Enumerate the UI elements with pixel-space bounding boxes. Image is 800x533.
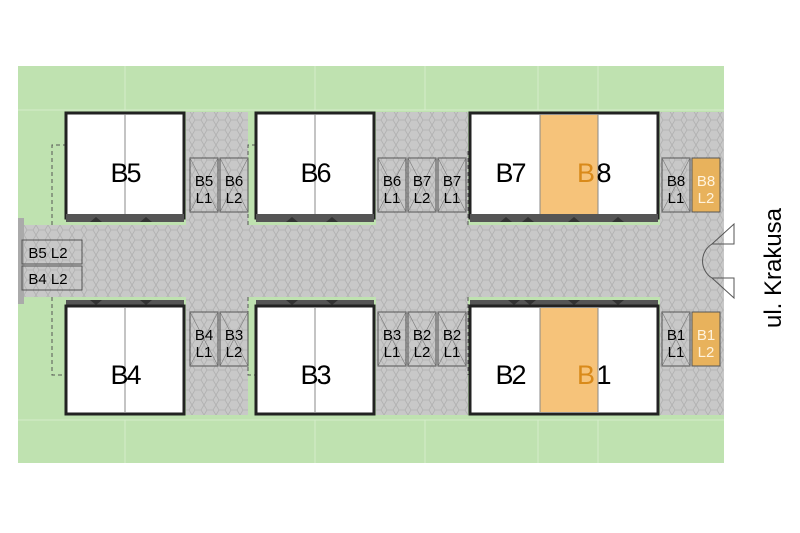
slot-label: L1 xyxy=(384,344,401,361)
building-b8-label-b: 8 xyxy=(596,158,610,188)
parking-slot[interactable] xyxy=(21,239,83,265)
parking-left: B5 L2 B4 L2 xyxy=(18,218,83,304)
slot-label: B6 xyxy=(225,173,243,190)
building-label: B3 xyxy=(300,360,330,390)
slot-label: B2 xyxy=(413,327,431,344)
building-label: B5 xyxy=(110,158,140,188)
parking-slot[interactable] xyxy=(437,311,467,367)
parking-slot[interactable] xyxy=(21,265,83,291)
parking-slot[interactable] xyxy=(661,157,691,213)
building-b1-label-a: B xyxy=(577,360,594,390)
slot-label: L1 xyxy=(196,190,213,207)
slot-label: L1 xyxy=(196,344,213,361)
building-b8-label-a: B xyxy=(577,158,594,188)
slot-label: L2 xyxy=(698,344,715,361)
parking-slot[interactable] xyxy=(377,311,407,367)
slot-label: B3 xyxy=(383,327,401,344)
slot-label: L1 xyxy=(384,190,401,207)
building-b3[interactable]: B3 xyxy=(254,300,376,416)
building-label: B4 xyxy=(110,360,141,390)
slot-label: L1 xyxy=(668,344,685,361)
parking-slot-highlight[interactable] xyxy=(691,311,721,367)
building-b5[interactable]: B5 xyxy=(64,111,186,222)
slot-label: B4 L2 xyxy=(28,271,67,288)
parking-slot[interactable] xyxy=(437,157,467,213)
parking-slot[interactable] xyxy=(661,311,691,367)
slot-label: B8 xyxy=(697,173,715,190)
slot-label: B1 xyxy=(667,327,685,344)
parking-bottom: B4 L1 B3 L2 B3 L1 B2 L2 B2 L1 B1 L1 B1 L… xyxy=(189,311,721,367)
building-label: B6 xyxy=(300,158,330,188)
slot-label: B7 xyxy=(443,173,461,190)
parking-slot[interactable] xyxy=(219,311,249,367)
slot-label: L1 xyxy=(668,190,685,207)
parking-slot[interactable] xyxy=(189,157,219,213)
building-b2-b1[interactable]: B2 B 1 xyxy=(468,300,660,416)
slot-label: L2 xyxy=(226,344,243,361)
slot-label: L1 xyxy=(444,190,461,207)
parking-slot-highlight[interactable] xyxy=(691,157,721,213)
slot-label: L2 xyxy=(698,190,715,207)
street-label: ul. Krakusa xyxy=(760,207,787,328)
building-b4[interactable]: B4 xyxy=(64,300,186,416)
parking-slot[interactable] xyxy=(377,157,407,213)
parking-slot[interactable] xyxy=(407,311,437,367)
slot-label: B1 xyxy=(697,327,715,344)
building-b7-b8[interactable]: B7 B 8 xyxy=(468,111,660,222)
slot-label: B5 xyxy=(195,173,213,190)
slot-label: B5 L2 xyxy=(28,245,67,262)
slot-label: B7 xyxy=(413,173,431,190)
building-b6[interactable]: B6 xyxy=(254,111,376,222)
slot-label: L1 xyxy=(444,344,461,361)
slot-label: B4 xyxy=(195,327,213,344)
building-b7-label: B7 xyxy=(495,158,525,188)
slot-label: L2 xyxy=(414,344,431,361)
slot-label: B6 xyxy=(383,173,401,190)
slot-label: B3 xyxy=(225,327,243,344)
lot-outlines xyxy=(51,144,469,376)
parking-slot[interactable] xyxy=(219,157,249,213)
building-b2-label: B2 xyxy=(495,360,525,390)
parking-slot[interactable] xyxy=(189,311,219,367)
parking-slot[interactable] xyxy=(407,157,437,213)
paved-road xyxy=(18,112,724,415)
gate xyxy=(702,222,735,300)
entrance-markers xyxy=(90,217,624,305)
parking-top: B5 L1 B6 L2 B6 L1 B7 L2 B7 L1 B8 L1 B8 L… xyxy=(189,157,721,213)
slot-label: B2 xyxy=(443,327,461,344)
slot-label: L2 xyxy=(414,190,431,207)
slot-label: L2 xyxy=(226,190,243,207)
slot-label: B8 xyxy=(667,173,685,190)
building-b1-label-b: 1 xyxy=(596,360,610,390)
